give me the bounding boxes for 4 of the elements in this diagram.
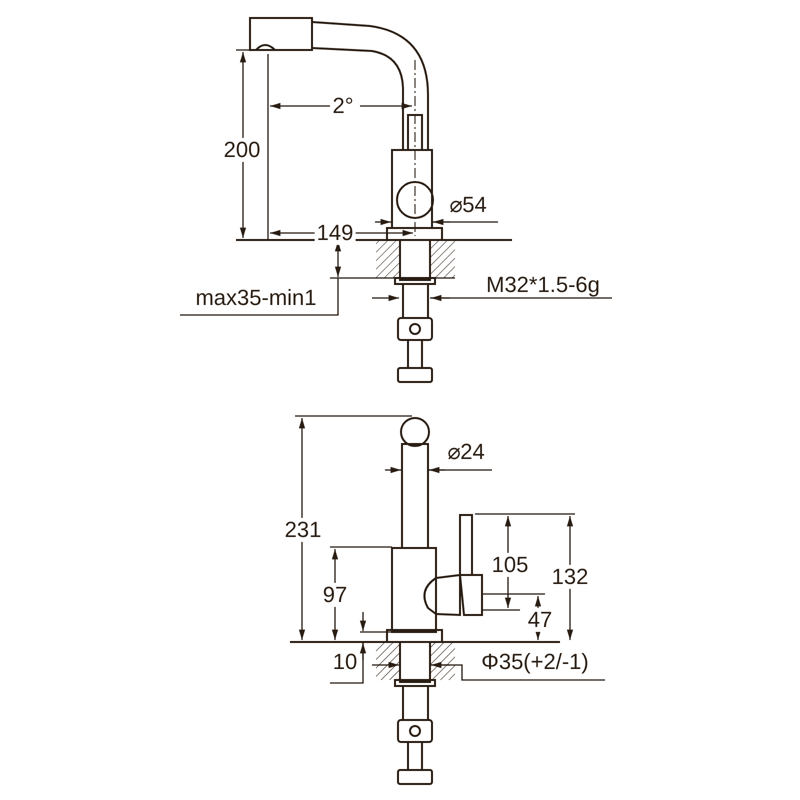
dimension-label: 97: [320, 582, 350, 608]
dimension-label: 231: [282, 518, 324, 542]
dimension-label: 200: [222, 138, 262, 162]
dimension-label: 47: [526, 608, 554, 632]
